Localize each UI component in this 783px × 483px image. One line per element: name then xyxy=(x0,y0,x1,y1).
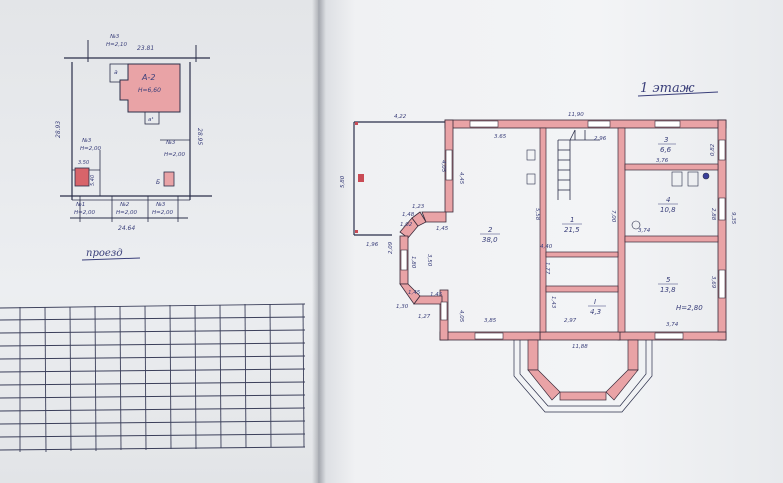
dim-102: 1,02 xyxy=(400,222,413,228)
room-2-num: 2 xyxy=(488,226,493,234)
dim-123: 1,23 xyxy=(412,204,425,210)
plot-num-5: №3 xyxy=(155,202,166,208)
page-fold xyxy=(312,0,326,483)
dim-445a: 4,45 xyxy=(458,172,464,185)
dim-top-total: 11,90 xyxy=(568,112,584,118)
porch-label: а¹ xyxy=(148,116,154,123)
b-label: Б xyxy=(156,179,160,186)
dim-145c: 1,45 xyxy=(408,290,421,296)
dim-365: 3.65 xyxy=(494,134,507,140)
plot-num-2: №3 xyxy=(165,140,176,146)
dim-left-side: 5,80 xyxy=(340,175,346,188)
dim-127: 1,27 xyxy=(418,314,431,320)
room-I-area: 4,3 xyxy=(590,308,601,316)
small-a-label: а xyxy=(114,69,118,76)
room-I-num: I xyxy=(594,298,596,306)
dim-296: 2,96 xyxy=(594,136,607,142)
veranda-outline xyxy=(353,121,445,236)
building-height: H=6,60 xyxy=(138,87,161,94)
dim-1188: 11,88 xyxy=(572,344,588,350)
room-4-num: 4 xyxy=(666,196,670,204)
room-4-area: 10,8 xyxy=(660,206,676,214)
site-top-dim: 23.81 xyxy=(137,45,154,52)
dim-148: 1,48 xyxy=(402,212,415,218)
plot-num-4: №2 xyxy=(119,202,130,208)
plot-h-0: H=2,10 xyxy=(106,42,127,48)
dim-177: 1,77 xyxy=(544,262,550,275)
bathroom-fixtures xyxy=(631,171,710,230)
plot-h-4: H=2,00 xyxy=(116,210,137,216)
street-label: проезд xyxy=(86,248,123,259)
dim-369: 3,69 xyxy=(710,276,716,289)
dim-180: 1,80 xyxy=(410,256,416,269)
blank-grid-table xyxy=(0,303,306,453)
plot-h-5: H=2,00 xyxy=(152,210,173,216)
dim-288: 2,88 xyxy=(710,208,716,221)
plot-num-3: №1 xyxy=(75,202,85,208)
site-small-dim-1: 5.40 xyxy=(90,175,96,186)
dim-209: 2,09 xyxy=(388,241,394,254)
plot-num-1: №3 xyxy=(81,138,92,144)
dim-350: 3,50 xyxy=(426,254,432,267)
dim-405b: 4,05 xyxy=(458,310,464,323)
room-3-area: 6,6 xyxy=(660,146,672,154)
dim-145b: 1,45 xyxy=(430,292,443,298)
dim-935: 9,35 xyxy=(730,212,736,225)
site-plan xyxy=(60,40,212,222)
room-1-num: 1 xyxy=(570,216,574,224)
building-label: А-2 xyxy=(141,73,155,82)
site-right-dim: 28.95 xyxy=(196,128,203,145)
height-note: H=2,80 xyxy=(676,304,703,312)
room-5-area: 13,8 xyxy=(660,286,676,294)
site-small-dim-0: 3.50 xyxy=(78,160,89,166)
room-3-num: 3 xyxy=(664,136,668,144)
porch xyxy=(527,339,639,401)
dim-left-top: 4,22 xyxy=(394,114,407,120)
porch-steps xyxy=(513,340,653,413)
room-2-area: 38,0 xyxy=(482,236,498,244)
site-left-dim: 28.93 xyxy=(55,121,62,138)
floor-plan xyxy=(353,119,727,413)
plot-h-1: H=2,00 xyxy=(80,146,101,152)
dim-082: 0,82 xyxy=(710,143,716,156)
dim-130: 1,30 xyxy=(396,304,409,310)
room-5-num: 5 xyxy=(666,276,671,284)
dim-700: 7,00 xyxy=(610,210,616,223)
dim-145a: 1,45 xyxy=(436,226,449,232)
plot-h-2: H=2,00 xyxy=(164,152,185,158)
dim-440: 4,40 xyxy=(540,244,553,250)
plot-h-3: H=2,00 xyxy=(74,210,95,216)
floor-title: 1 этаж xyxy=(640,81,695,96)
dim-385: 3,85 xyxy=(484,318,497,324)
dim-405: 4,05 xyxy=(440,160,446,173)
interior-walls xyxy=(539,127,719,333)
windows xyxy=(400,120,726,340)
stairs xyxy=(557,129,600,200)
dim-376: 3,76 xyxy=(656,158,669,164)
dim-374b: 3,74 xyxy=(666,322,679,328)
dim-left-bottom: 1,96 xyxy=(366,242,379,248)
dim-374a: 3,74 xyxy=(638,228,651,234)
site-bottom-dim: 24.64 xyxy=(118,225,135,232)
room-1-area: 21,5 xyxy=(564,226,580,234)
dim-558: 5,58 xyxy=(534,208,540,221)
column xyxy=(358,174,364,182)
plot-num-0: №3 xyxy=(109,34,120,40)
dim-143: 1,43 xyxy=(550,296,556,309)
dim-297: 2,97 xyxy=(564,318,577,324)
